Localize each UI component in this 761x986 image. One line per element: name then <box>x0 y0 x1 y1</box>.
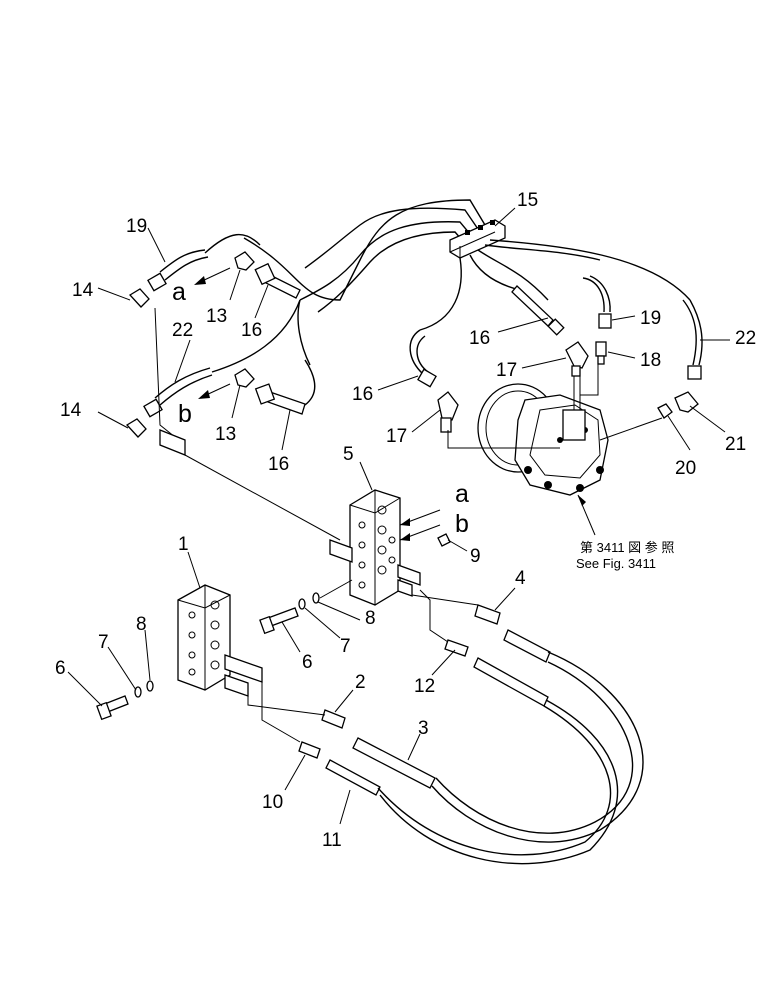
port-label-b-lower: b <box>455 510 469 538</box>
part-5-valve-block <box>329 489 451 606</box>
callout-1: 1 <box>178 534 189 555</box>
reference-english: See Fig. 3411 <box>576 556 656 571</box>
callout-20: 20 <box>675 458 696 479</box>
callout-18: 18 <box>640 350 661 371</box>
callout-14-upper: 14 <box>72 280 94 301</box>
callout-12: 12 <box>414 676 435 697</box>
callout-8-right: 8 <box>365 608 376 629</box>
callout-17-right: 17 <box>496 360 517 381</box>
callout-16-lower-left: 16 <box>268 454 289 475</box>
guide-lines-lower <box>247 579 479 743</box>
left-upper-hoses <box>125 249 316 456</box>
callout-21: 21 <box>725 434 746 455</box>
callout-22-left: 22 <box>172 320 193 341</box>
callout-22-right: 22 <box>735 328 756 349</box>
callout-3: 3 <box>418 718 429 739</box>
callout-19-right: 19 <box>640 308 661 329</box>
callout-2: 2 <box>355 672 366 693</box>
callout-leaders <box>67 207 730 825</box>
callout-16-upper-left: 16 <box>241 320 262 341</box>
callout-5: 5 <box>343 444 354 465</box>
lower-hoses <box>325 629 644 865</box>
elbow-fittings-17 <box>437 341 589 433</box>
callout-15: 15 <box>517 190 538 211</box>
port-label-a-upper: a <box>172 278 186 306</box>
port-label-b-upper: b <box>178 400 192 428</box>
bolts-and-washers <box>96 592 320 721</box>
travel-motor <box>447 364 663 536</box>
fittings-20-21 <box>657 391 699 419</box>
callout-14-lower: 14 <box>60 400 82 421</box>
guide-line <box>184 454 341 541</box>
callout-11: 11 <box>322 830 342 851</box>
callout-6-left: 6 <box>55 658 66 679</box>
callout-4: 4 <box>515 568 526 589</box>
callout-9: 9 <box>470 546 481 567</box>
callout-16-middle: 16 <box>352 384 373 405</box>
callout-19-left: 19 <box>126 216 147 237</box>
callout-13-upper: 13 <box>206 306 227 327</box>
callout-7-right: 7 <box>340 636 351 657</box>
part-18-fitting <box>595 341 607 357</box>
upper-pipe-bundle <box>204 199 486 313</box>
straight-fittings <box>298 604 501 759</box>
callout-7-left: 7 <box>98 632 109 653</box>
callout-8-left: 8 <box>136 614 147 635</box>
callout-17-left: 17 <box>386 426 407 447</box>
part-15-junction-block <box>449 219 506 259</box>
reference-japanese: 第 3411 図 参 照 <box>580 540 674 555</box>
callout-6-right: 6 <box>302 652 313 673</box>
part-1-valve-block <box>177 584 263 697</box>
callout-16-right: 16 <box>469 328 490 349</box>
callout-10: 10 <box>262 792 283 813</box>
callout-13-lower: 13 <box>215 424 236 445</box>
right-hoses <box>409 239 703 388</box>
port-label-a-lower: a <box>455 480 469 508</box>
